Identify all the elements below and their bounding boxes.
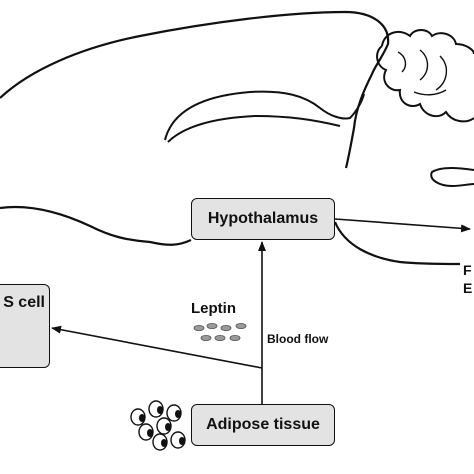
brainstem-outline: [333, 221, 461, 266]
cerebellum-outline: [376, 29, 474, 123]
target-cell-label: S cell: [3, 294, 45, 311]
target-cell-box: S cell: [0, 284, 50, 368]
adipocyte-cells: [130, 400, 186, 451]
hypothalamus-box: Hypothalamus: [191, 198, 335, 240]
right-edge-label-2: E: [463, 280, 473, 296]
adipose-tissue-label: Adipose tissue: [206, 416, 320, 433]
cerebellum-folia: [397, 49, 447, 96]
brain-base-outline: [0, 205, 192, 246]
arrow-adipose-to-cell: [51, 325, 263, 369]
adipose-tissue-box: Adipose tissue: [191, 404, 335, 446]
leptin-label: Leptin: [191, 300, 236, 317]
right-edge-label-1: F: [463, 262, 472, 278]
brainstem-fragment: [430, 167, 474, 188]
brain-outline: [0, 10, 390, 169]
blood-flow-label: Blood flow: [267, 332, 329, 346]
leptin-molecules: [193, 322, 247, 341]
corpus-callosum: [164, 90, 365, 143]
arrow-hypothalamus-to-right: [334, 218, 471, 233]
hypothalamus-label: Hypothalamus: [207, 210, 319, 227]
